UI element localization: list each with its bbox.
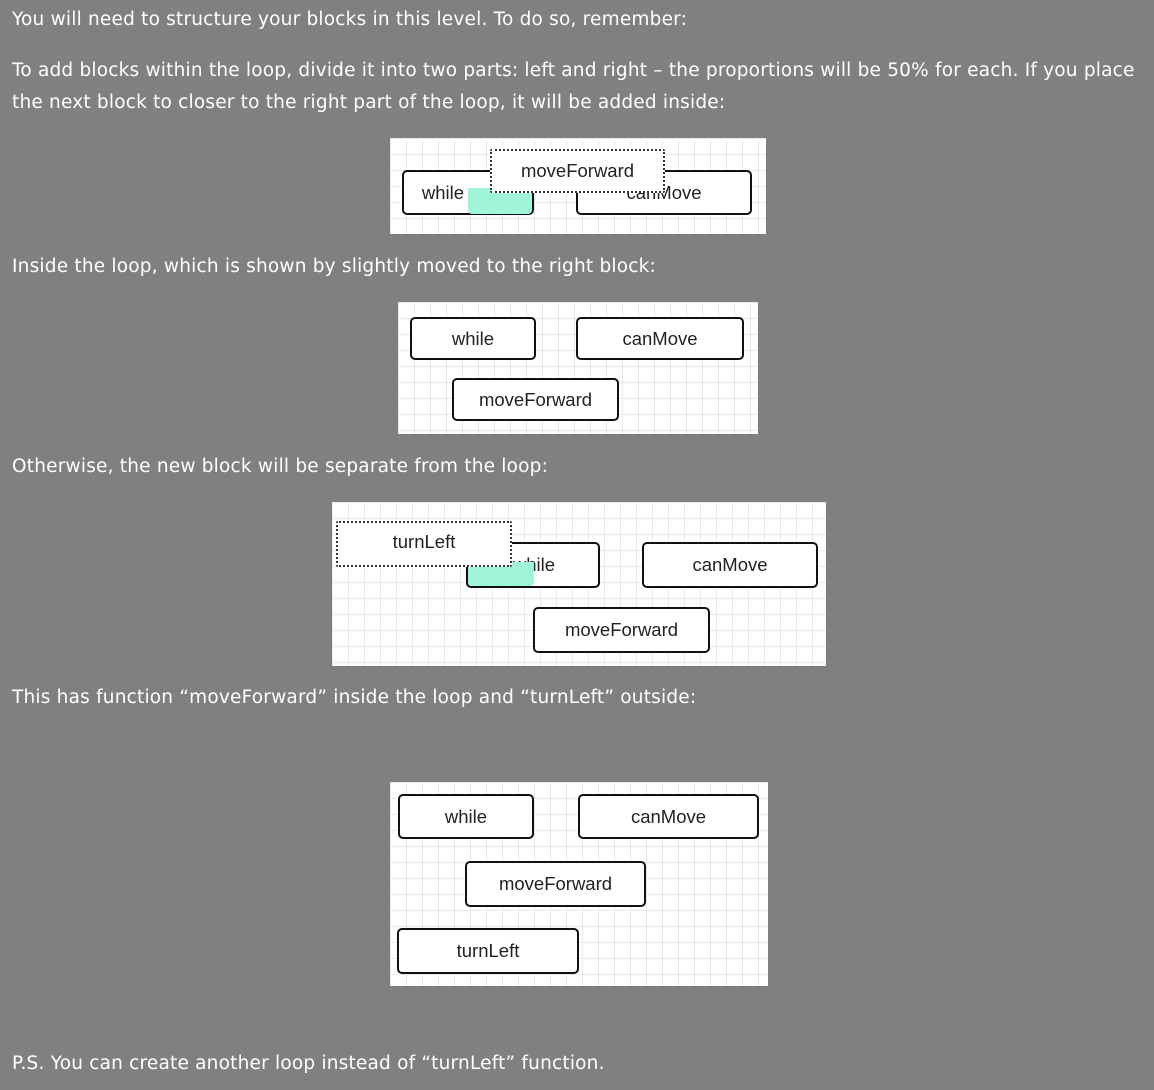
while-label: while [444, 805, 488, 827]
canmove-block[interactable]: canMove [578, 794, 759, 839]
canmove-label: canMove [692, 554, 768, 575]
while-block[interactable]: while [398, 794, 534, 839]
turnleft-block[interactable]: turnLeft [397, 928, 579, 974]
dragged-turnleft-block[interactable]: turnLeft [336, 521, 512, 567]
inside-caption: Inside the loop, which is shown by sligh… [12, 256, 656, 277]
moveforward-label: moveForward [498, 873, 613, 894]
example-final-result-panel: while canMove moveForward turnLeft [390, 782, 768, 986]
canmove-label: canMove [630, 805, 707, 827]
intro-text: You will need to structure your blocks i… [12, 9, 688, 30]
moveforward-block[interactable]: moveForward [452, 378, 619, 421]
moveforward-label: moveForward [520, 160, 635, 181]
ps-note: P.S. You can create another loop instead… [12, 1053, 605, 1074]
turnleft-label: turnLeft [392, 531, 456, 552]
canmove-block[interactable]: canMove [642, 542, 818, 588]
moveforward-block[interactable]: moveForward [465, 861, 646, 907]
dragged-moveforward-block[interactable]: moveForward [490, 149, 665, 193]
moveforward-label: moveForward [478, 388, 593, 410]
rule-text-line2: the next block to closer to the right pa… [12, 92, 726, 113]
result-caption: This has function “moveForward” inside t… [12, 687, 697, 708]
example-drop-outside-panel: while canMove moveForward turnLeft [332, 502, 826, 666]
example-inside-result-panel: while canMove moveForward [398, 302, 758, 434]
while-label: while [451, 327, 495, 349]
canmove-label: canMove [622, 327, 698, 349]
example-drop-inside-panel: while canMove moveForward [390, 138, 766, 234]
turnleft-label: turnLeft [456, 940, 520, 961]
canmove-block[interactable]: canMove [576, 317, 744, 360]
while-block[interactable]: while [410, 317, 536, 360]
otherwise-caption: Otherwise, the new block will be separat… [12, 456, 549, 477]
moveforward-block[interactable]: moveForward [533, 607, 710, 653]
rule-text-line1: To add blocks within the loop, divide it… [12, 60, 1135, 81]
moveforward-label: moveForward [564, 619, 679, 640]
while-label: while [421, 181, 465, 203]
